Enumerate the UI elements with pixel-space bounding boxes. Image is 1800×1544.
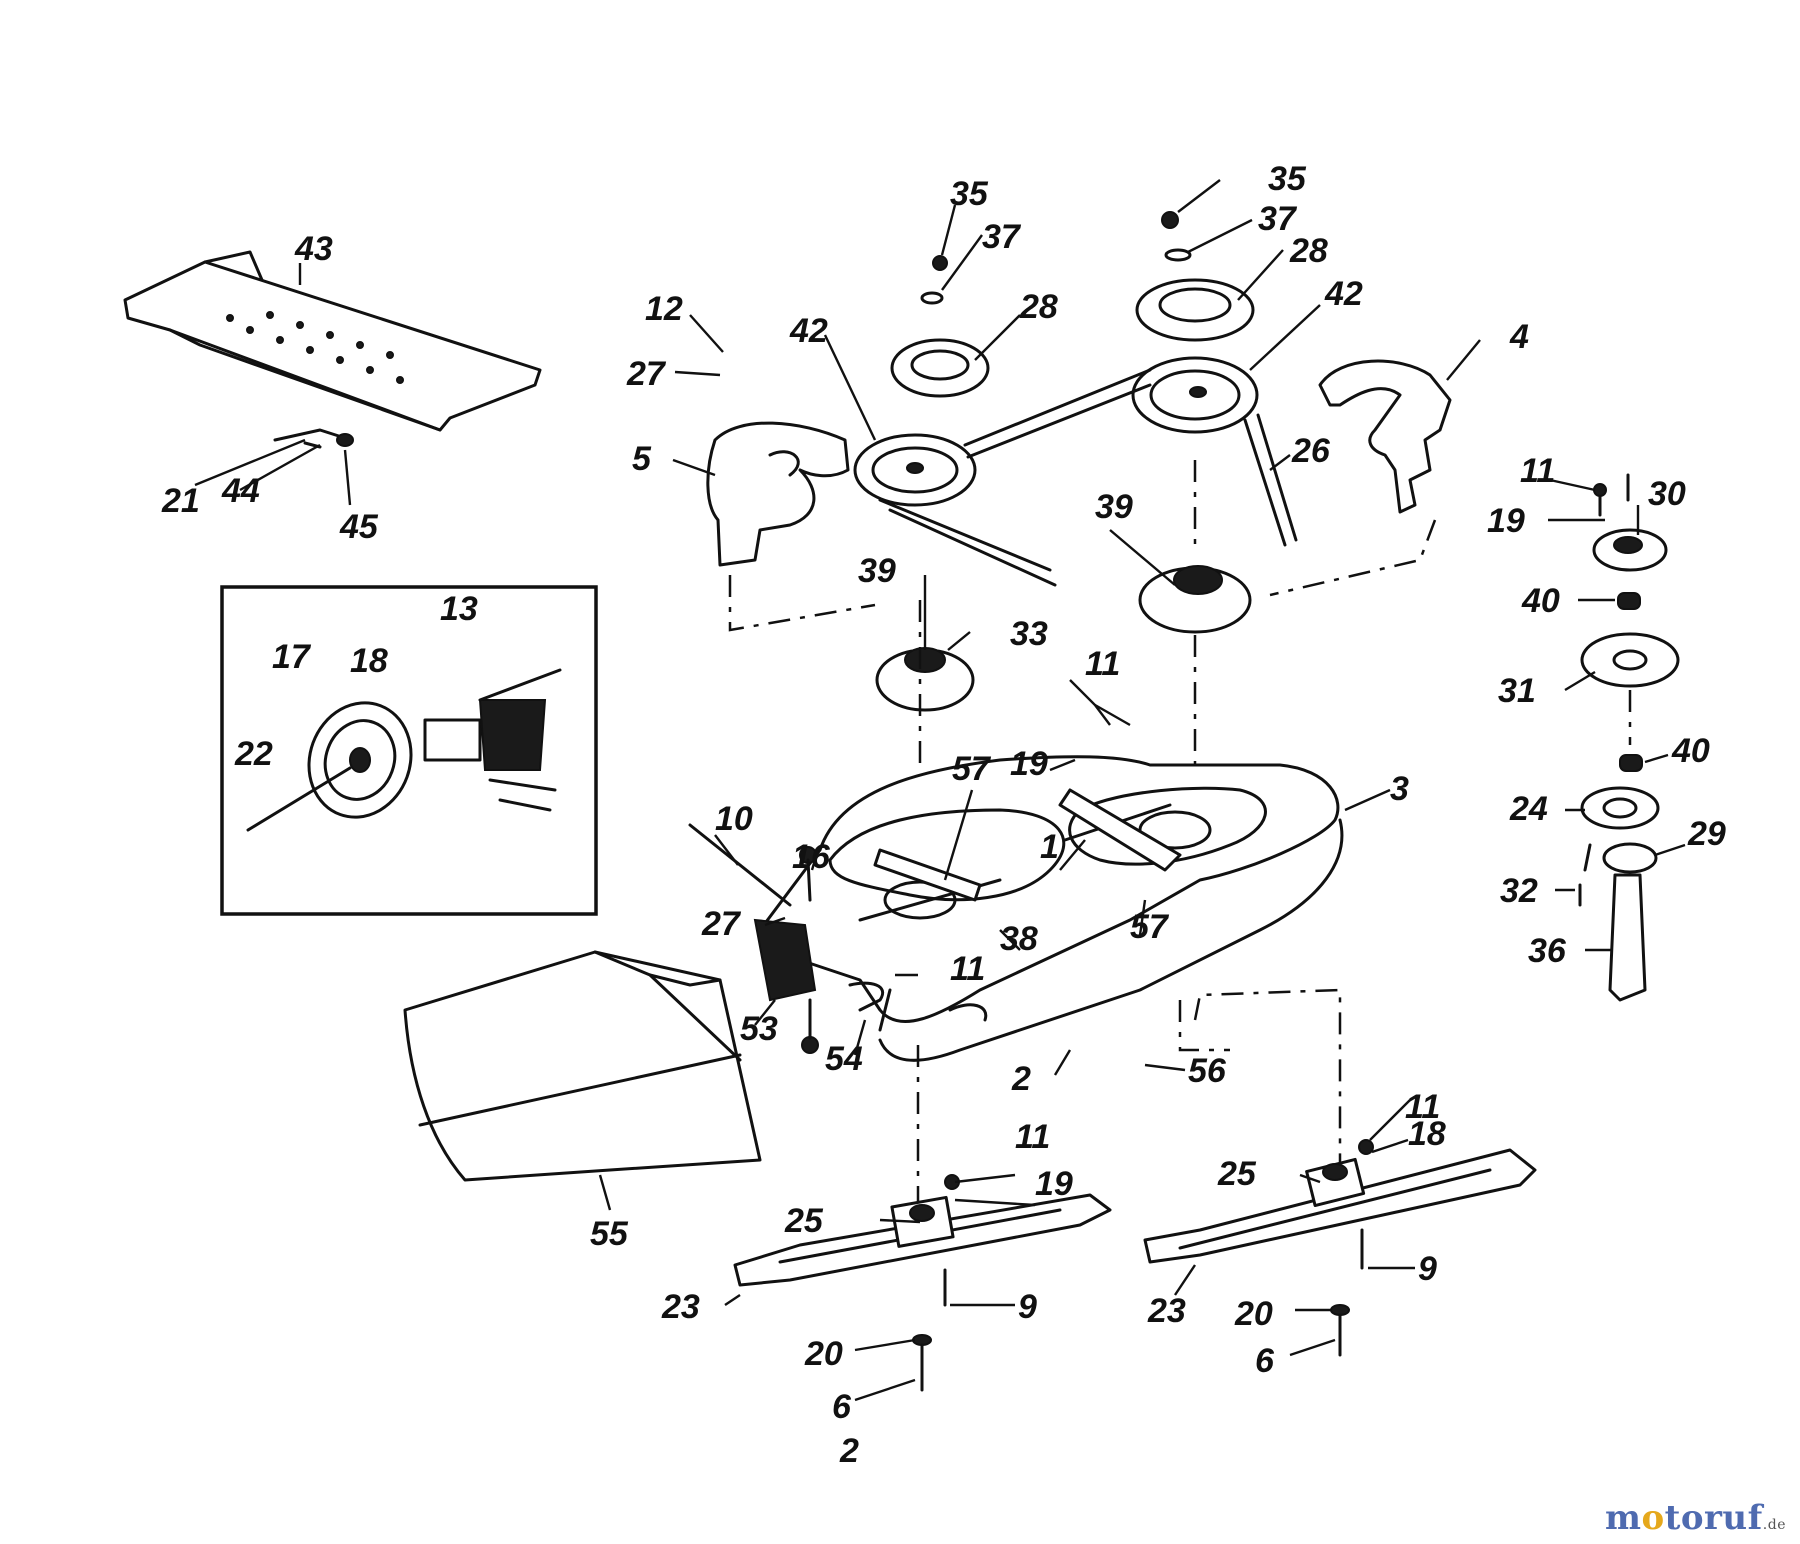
- inset-idler-detail: [220, 585, 598, 916]
- callout-11-idler: 11: [950, 950, 985, 988]
- callout-10: 10: [715, 800, 753, 838]
- callout-11-spindle: 11: [1520, 452, 1555, 490]
- callout-54: 54: [825, 1040, 863, 1078]
- callout-31: 31: [1498, 672, 1536, 710]
- callout-23-right: 23: [1147, 1292, 1186, 1330]
- callout-57-bottom: 57: [1130, 908, 1170, 946]
- callout-28-left: 28: [1019, 288, 1058, 326]
- callout-55: 55: [590, 1215, 629, 1253]
- figure-number: 2: [839, 1432, 859, 1470]
- callout-1: 1: [1040, 828, 1059, 866]
- callout-38: 38: [1000, 920, 1038, 958]
- mower-deck: [758, 755, 1344, 1062]
- callout-6-right: 6: [1255, 1342, 1275, 1380]
- callout-37-right: 37: [1258, 200, 1298, 238]
- blade-right: [1143, 1148, 1537, 1264]
- callout-4: 4: [1509, 318, 1529, 356]
- callout-42-right: 42: [1324, 275, 1363, 313]
- callout-19-spindle: 19: [1487, 502, 1525, 540]
- callout-27-top: 27: [626, 355, 667, 393]
- callout-30: 30: [1648, 475, 1686, 513]
- belt-drive: [853, 211, 1298, 770]
- callout-6-left: 6: [832, 1388, 852, 1426]
- callout-20-left: 20: [804, 1335, 843, 1373]
- belt-guard-right: [1269, 359, 1452, 597]
- leader-lines: [194, 179, 1686, 1402]
- callout-39-right: 39: [1095, 488, 1133, 526]
- callout-35-left: 35: [950, 175, 989, 213]
- callout-33: 33: [1010, 615, 1048, 653]
- callout-20-right: 20: [1234, 1295, 1273, 1333]
- callout-13: 13: [440, 590, 478, 628]
- deck-cover-plate: [123, 250, 542, 432]
- callout-3: 3: [1390, 770, 1409, 808]
- callout-18: 18: [1408, 1115, 1446, 1153]
- callout-57-top: 57: [952, 750, 992, 788]
- callout-11-deck: 11: [1085, 645, 1120, 683]
- callout-2-deck: 2: [1011, 1060, 1031, 1098]
- callout-16: 16: [792, 838, 831, 876]
- callout-28-right: 28: [1289, 232, 1328, 270]
- callout-53: 53: [740, 1010, 778, 1048]
- cover-plate-holes: [226, 311, 404, 384]
- discharge-chute: [403, 950, 762, 1182]
- callout-40-bottom: 40: [1671, 732, 1710, 770]
- callout-56: 56: [1188, 1052, 1227, 1090]
- callout-25-left: 25: [784, 1202, 824, 1240]
- callout-22: 22: [234, 735, 273, 773]
- pin-assembly-21-44-45: [273, 428, 354, 449]
- callout-11-right-blade: 11: [1405, 1088, 1440, 1126]
- callout-12: 12: [645, 290, 683, 328]
- callout-18-inset: 18: [350, 642, 388, 680]
- right-blade-centerline: [1193, 988, 1342, 1180]
- blade-left: [733, 1193, 1112, 1287]
- callout-17: 17: [272, 638, 312, 676]
- belt-guard-left: [706, 421, 876, 632]
- callout-labels: 43 21 44 45 12 27 5 35 37 28 42 35 37 28…: [161, 160, 1726, 1470]
- callout-43: 43: [294, 230, 333, 268]
- callout-36: 36: [1528, 932, 1567, 970]
- callout-19-deck: 19: [1010, 745, 1048, 783]
- callout-32: 32: [1500, 872, 1538, 910]
- callout-40-top: 40: [1521, 582, 1560, 620]
- callout-35-right: 35: [1268, 160, 1307, 198]
- callout-39-left: 39: [858, 552, 896, 590]
- callout-42-left: 42: [789, 312, 828, 350]
- deck-bracket-dashes: [1178, 1000, 1230, 1052]
- callout-29: 29: [1687, 815, 1726, 853]
- callout-21: 21: [161, 482, 200, 520]
- callout-9-left: 9: [1018, 1288, 1037, 1326]
- spindle-assembly: [1578, 473, 1680, 1002]
- callout-37-left: 37: [982, 218, 1022, 256]
- callout-5: 5: [632, 440, 652, 478]
- callout-45: 45: [339, 508, 379, 546]
- callout-24: 24: [1509, 790, 1548, 828]
- callout-19-left-blade: 19: [1035, 1165, 1073, 1203]
- callout-27-deck: 27: [701, 905, 742, 943]
- motoruf-watermark: motoruf.de: [1604, 1498, 1786, 1538]
- callout-25-right: 25: [1217, 1155, 1257, 1193]
- callout-11-left-blade: 11: [1015, 1118, 1050, 1156]
- callout-23-left: 23: [661, 1288, 700, 1326]
- callout-44: 44: [221, 472, 260, 510]
- callout-9-right: 9: [1418, 1250, 1437, 1288]
- idler-arm-assembly: [688, 823, 884, 1054]
- callout-26: 26: [1291, 432, 1331, 470]
